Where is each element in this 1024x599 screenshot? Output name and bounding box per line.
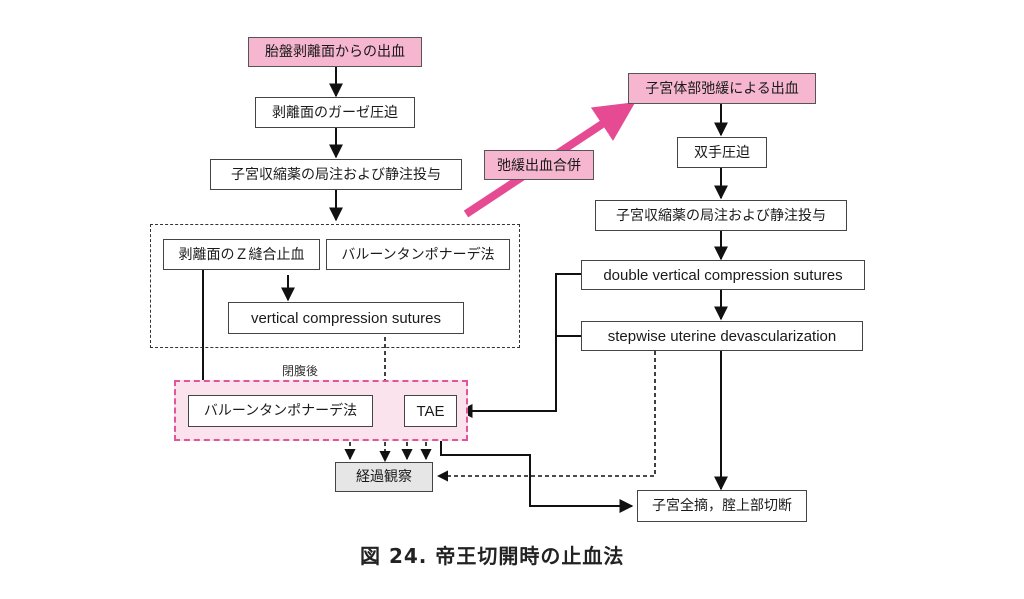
uterotonics-right-box: 子宮収縮薬の局注および静注投与 (595, 200, 847, 231)
figure-caption: 図 24. 帝王切開時の止血法 (360, 544, 625, 568)
balloon-tamponade-post-box: バルーンタンポナーデ法 (188, 395, 373, 427)
tae-box: TAE (404, 395, 457, 427)
hysterectomy-box: 子宮全摘，腟上部切断 (637, 490, 807, 522)
atony-complication-label: 弛緩出血合併 (484, 150, 594, 180)
arrow-tae-to-hysterectomy (440, 428, 634, 513)
bimanual-compression-box: 双手圧迫 (677, 137, 767, 168)
surgical-options-group (150, 224, 520, 348)
stepwise-devascularization-box: stepwise uterine devascularization (581, 321, 863, 351)
atony-bleed-box: 子宮体部弛緩による出血 (628, 73, 816, 104)
vertical-compression-sutures-box: vertical compression sutures (228, 302, 464, 334)
placenta-bleed-box: 胎盤剥離面からの出血 (248, 37, 422, 67)
arrow-right-to-tae (458, 273, 581, 418)
double-vertical-compression-sutures-box: double vertical compression sutures (581, 260, 865, 290)
uterotonics-left-box: 子宮収縮薬の局注および静注投与 (210, 159, 462, 190)
dashed-stepwise-to-observation (436, 351, 656, 482)
balloon-tamponade-box: バルーンタンポナーデ法 (326, 239, 510, 270)
post-closure-label: 閉腹後 (282, 364, 319, 378)
z-suture-box: 剥離面のＺ縫合止血 (163, 239, 320, 270)
observation-box: 経過観察 (335, 462, 433, 492)
gauze-compression-box: 剥離面のガーゼ圧迫 (255, 97, 415, 128)
